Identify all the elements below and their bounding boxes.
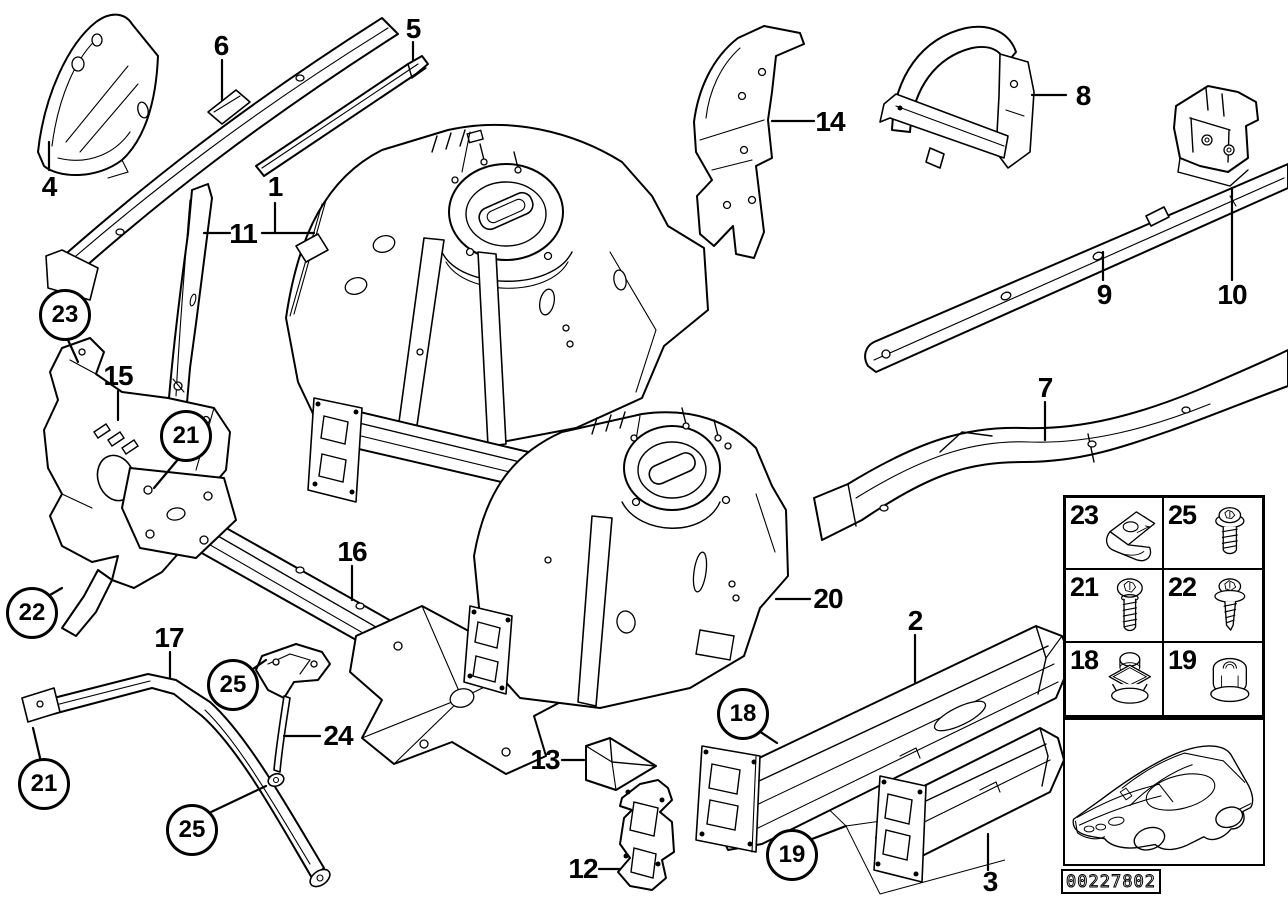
image-number-plate: 00227802 [1061,869,1161,894]
part-13-drawing [585,737,657,791]
legend-item-22[interactable]: 22 [1164,570,1262,643]
part-4-drawing [37,13,159,179]
legend-item-number: 18 [1070,644,1099,675]
part-callout-8[interactable]: 8 [1075,80,1092,111]
part-callout-21-2[interactable]: 21 [18,758,70,810]
part-callout-15[interactable]: 15 [103,360,133,391]
part-callout-19[interactable]: 19 [766,829,818,881]
leader-lines [31,40,1234,872]
part-callout-7[interactable]: 7 [1037,372,1054,403]
part-callout-24[interactable]: 24 [323,720,353,751]
part-20-drawing [463,407,789,709]
legend-item-number: 25 [1168,500,1197,530]
plastic-nut-icon [1098,647,1160,713]
legend-item-19[interactable]: 19 [1164,643,1262,715]
legend-item-23[interactable]: 23 [1066,498,1164,571]
part-6-drawing [45,17,399,301]
screw-washer-icon [1198,574,1260,640]
part-callout-4[interactable]: 4 [41,171,58,202]
part-callout-20[interactable]: 20 [813,583,843,614]
legend-item-number: 22 [1168,572,1197,603]
part-callout-17[interactable]: 17 [154,622,184,653]
part-1-drawing [285,123,709,529]
part-24-drawing [255,643,331,788]
part-callout-2[interactable]: 2 [907,605,924,636]
part-callout-1[interactable]: 1 [267,171,284,202]
car-silhouette [1072,745,1254,851]
legend-item-18[interactable]: 18 [1066,642,1164,715]
part-2-drawing [695,625,1073,853]
part-callout-25[interactable]: 25 [207,659,259,711]
part-callout-10[interactable]: 10 [1217,279,1247,310]
part-callout-16[interactable]: 16 [337,536,367,567]
image-number: 00227802 [1066,871,1156,892]
legend-item-number: 23 [1070,500,1099,530]
part-3-drawing [873,727,1065,883]
part-callout-23[interactable]: 23 [39,289,91,341]
flange-nut-icon [1198,647,1260,713]
screw-long-icon [1098,574,1160,640]
part-callout-22[interactable]: 22 [6,587,58,639]
fastener-legend-table: 23 25 21 22 18 19 [1063,495,1265,718]
car-position-box [1063,718,1265,866]
part-callout-11[interactable]: 11 [229,218,258,249]
part-callout-18[interactable]: 18 [717,688,769,740]
part-9-drawing [864,163,1288,373]
part-callout-25-2[interactable]: 25 [166,804,218,856]
part-14-drawing [693,25,805,259]
part-5-drawing [255,55,429,177]
screw-short-icon [1198,502,1260,568]
part-callout-14[interactable]: 14 [815,106,845,137]
part-callout-5[interactable]: 5 [405,13,422,44]
part-callout-3[interactable]: 3 [982,866,999,897]
legend-item-25[interactable]: 25 [1164,498,1262,571]
part-callout-6[interactable]: 6 [213,30,230,61]
part-12-drawing [617,779,675,891]
part-callout-12[interactable]: 12 [568,853,598,884]
part-callout-13[interactable]: 13 [530,744,560,775]
part-11-drawing [167,183,213,415]
part-callout-9[interactable]: 9 [1096,279,1113,310]
legend-item-21[interactable]: 21 [1066,570,1164,643]
legend-item-number: 19 [1168,644,1197,675]
part-10-drawing [1173,85,1259,187]
part-callout-21[interactable]: 21 [160,410,212,462]
clip-nut-icon [1098,502,1160,568]
legend-item-number: 21 [1070,572,1099,603]
part-8-drawing [879,25,1035,169]
part-17-drawing [21,673,331,888]
